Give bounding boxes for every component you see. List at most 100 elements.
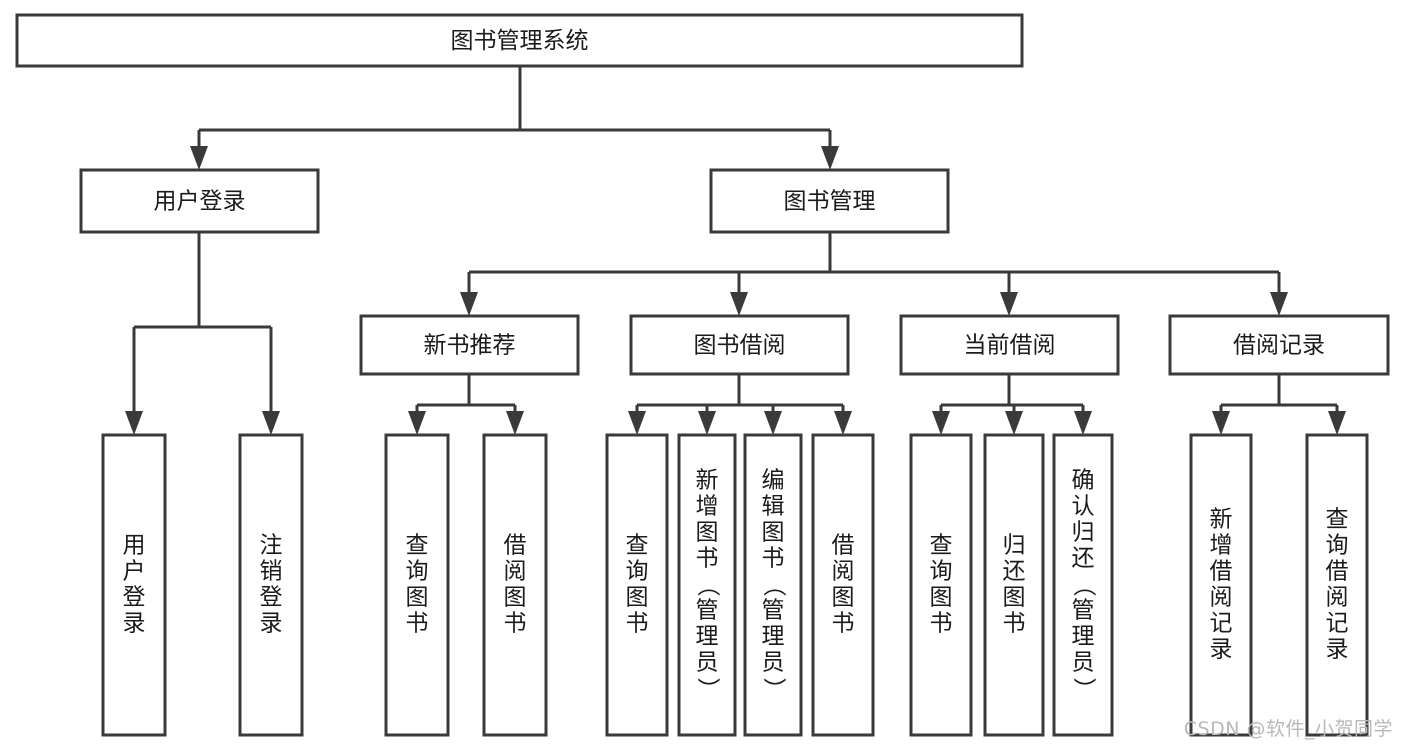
node-leaf-add-book-label-char: 图 (696, 520, 719, 546)
node-borrow-record[interactable]: 借阅记录 (1168, 314, 1390, 376)
node-leaf-query-book-3-label-char: 查 (930, 533, 953, 559)
node-leaf-add-book-label-char: 员 (696, 650, 719, 676)
node-leaf-add-record-label-char: 阅 (1210, 585, 1233, 611)
node-leaf-borrow-book-1-box[interactable] (482, 433, 548, 737)
node-new-book-recommend-label: 新书推荐 (424, 333, 516, 359)
node-book-management[interactable]: 图书管理 (709, 168, 950, 234)
node-user-login-box[interactable] (79, 168, 320, 234)
node-leaf-add-record-box[interactable] (1189, 433, 1253, 737)
arrow-head-icon (1212, 411, 1230, 435)
node-leaf-borrow-book-2-box[interactable] (811, 433, 875, 737)
node-leaf-return-book-label-char: 归 (1003, 533, 1026, 559)
connector-layer (125, 66, 1346, 435)
node-leaf-query-book-1[interactable]: 查询图书查询图书 (384, 433, 450, 737)
node-root-label: 图书管理系统 (451, 28, 589, 54)
node-leaf-query-book-3-label-char: 询 (930, 559, 953, 585)
node-leaf-confirm-return-label-char: ） (1071, 678, 1097, 701)
node-leaf-query-book-3-label-char: 书 (930, 611, 953, 637)
node-new-book-recommend-box[interactable] (359, 314, 580, 376)
node-current-borrow-label: 当前借阅 (964, 333, 1056, 359)
arrow-head-icon (506, 411, 524, 435)
node-leaf-logout-label-char: 录 (260, 611, 283, 637)
arrow-head-icon (764, 411, 782, 435)
node-leaf-borrow-book-2-label-char: 阅 (832, 559, 855, 585)
arrow-head-icon (408, 411, 426, 435)
node-leaf-borrow-book-2-label-char: 书 (832, 611, 855, 637)
node-leaf-confirm-return-label-char: （ (1071, 574, 1097, 597)
node-leaf-user-login[interactable]: 用户登录用户登录 (101, 433, 167, 737)
node-leaf-query-book-1-label-char: 书 (406, 611, 429, 637)
node-leaf-query-book-2[interactable]: 查询图书查询图书 (605, 433, 669, 737)
node-root[interactable]: 图书管理系统 (15, 13, 1024, 68)
node-leaf-add-book-box[interactable] (677, 433, 737, 737)
node-leaf-borrow-book-1[interactable]: 借阅图书借阅图书 (482, 433, 548, 737)
node-leaf-logout-box[interactable] (238, 433, 304, 737)
arrow-head-icon (1328, 411, 1346, 435)
node-leaf-edit-book-label-char: 理 (762, 624, 785, 650)
node-leaf-edit-book-label-char: ） (761, 678, 787, 701)
node-leaf-edit-book-label-char: 书 (762, 546, 785, 572)
node-leaf-borrow-book-2-label-char: 借 (832, 533, 855, 559)
node-current-borrow[interactable]: 当前借阅 (899, 314, 1120, 376)
arrow-head-icon (460, 292, 478, 316)
node-leaf-logout-label-char: 登 (260, 585, 283, 611)
node-book-borrow-box[interactable] (629, 314, 850, 376)
node-leaf-query-record-label-char: 记 (1326, 611, 1349, 637)
node-layer: 图书管理系统用户登录图书管理新书推荐图书借阅当前借阅借阅记录用户登录用户登录注销… (15, 13, 1390, 737)
node-leaf-query-record-label-char: 录 (1326, 637, 1349, 663)
node-leaf-query-record-box[interactable] (1305, 433, 1369, 737)
node-borrow-record-box[interactable] (1168, 314, 1390, 376)
node-leaf-confirm-return-label-char: 还 (1072, 546, 1095, 572)
arrow-head-icon (125, 411, 143, 435)
node-leaf-return-book[interactable]: 归还图书归还图书 (983, 433, 1045, 737)
node-leaf-user-login-label-char: 户 (123, 559, 146, 585)
node-book-management-label: 图书管理 (784, 189, 876, 215)
node-leaf-add-record[interactable]: 新增借阅记录新增借阅记录 (1189, 433, 1253, 737)
node-leaf-query-book-3-box[interactable] (909, 433, 973, 737)
node-leaf-return-book-box[interactable] (983, 433, 1045, 737)
node-leaf-query-record-label-char: 阅 (1326, 585, 1349, 611)
node-leaf-confirm-return-label-char: 确 (1072, 468, 1095, 494)
node-book-borrow[interactable]: 图书借阅 (629, 314, 850, 376)
node-leaf-edit-book-label-char: 管 (762, 598, 785, 624)
node-leaf-query-book-2-label-char: 书 (626, 611, 649, 637)
node-leaf-confirm-return-label-char: 认 (1072, 494, 1095, 520)
node-leaf-query-book-2-box[interactable] (605, 433, 669, 737)
node-leaf-confirm-return-label-char: 管 (1072, 598, 1095, 624)
node-leaf-borrow-book-1-label-char: 书 (504, 611, 527, 637)
node-leaf-add-book-label-char: ） (695, 678, 721, 701)
node-book-management-box[interactable] (709, 168, 950, 234)
node-leaf-user-login-label-char: 登 (123, 585, 146, 611)
node-leaf-borrow-book-2[interactable]: 借阅图书借阅图书 (811, 433, 875, 737)
node-leaf-user-login-box[interactable] (101, 433, 167, 737)
arrow-head-icon (932, 411, 950, 435)
node-leaf-edit-book-label-char: 员 (762, 650, 785, 676)
node-leaf-borrow-book-1-label-char: 借 (504, 533, 527, 559)
node-leaf-query-record-label-char: 借 (1326, 559, 1349, 585)
node-leaf-edit-book-box[interactable] (743, 433, 803, 737)
node-new-book-recommend[interactable]: 新书推荐 (359, 314, 580, 376)
arrow-head-icon (730, 292, 748, 316)
node-leaf-add-record-label-char: 借 (1210, 559, 1233, 585)
node-leaf-logout-label-char: 注 (260, 533, 283, 559)
node-leaf-edit-book-label-char: 编 (762, 468, 785, 494)
node-leaf-query-book-2-label-char: 图 (626, 585, 649, 611)
node-book-borrow-label: 图书借阅 (694, 333, 786, 359)
arrow-head-icon (698, 411, 716, 435)
node-root-box[interactable] (15, 13, 1024, 68)
node-leaf-query-book-1-box[interactable] (384, 433, 450, 737)
node-leaf-add-book-label-char: 理 (696, 624, 719, 650)
node-leaf-borrow-book-2-label-char: 图 (832, 585, 855, 611)
node-user-login[interactable]: 用户登录 (79, 168, 320, 234)
node-leaf-logout[interactable]: 注销登录注销登录 (238, 433, 304, 737)
node-leaf-query-record[interactable]: 查询借阅记录查询借阅记录 (1305, 433, 1369, 737)
node-current-borrow-box[interactable] (899, 314, 1120, 376)
arrow-head-icon (1000, 292, 1018, 316)
node-leaf-user-login-label-char: 录 (123, 611, 146, 637)
node-leaf-query-book-3[interactable]: 查询图书查询图书 (909, 433, 973, 737)
node-leaf-confirm-return-box[interactable] (1052, 433, 1114, 737)
